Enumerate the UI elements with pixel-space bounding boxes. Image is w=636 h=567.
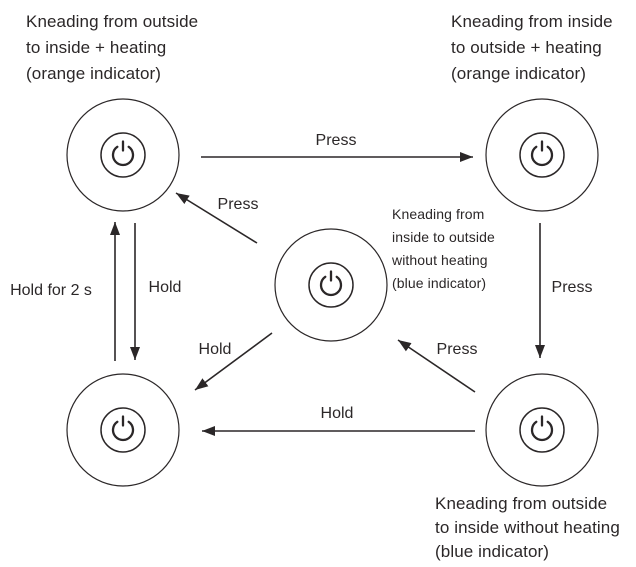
caption-bottom-right-mode: Kneading from outside to inside without …: [435, 494, 620, 561]
power-icon: [530, 140, 554, 167]
inner-circle: [519, 132, 565, 178]
outer-circle: [485, 373, 599, 487]
power-button-node-top-left: [66, 98, 180, 212]
inner-circle: [519, 407, 565, 453]
power-button-node-top-right: [485, 98, 599, 212]
inner-circle: [100, 407, 146, 453]
arrow-bottom-right-to-center: [397, 339, 476, 393]
power-icon: [530, 415, 554, 442]
power-icon: [319, 270, 343, 297]
edge-label-press-right-down: Press: [551, 279, 593, 296]
power-icon: [111, 415, 135, 442]
power-button-node-bottom-left: [66, 373, 180, 487]
power-button-node-center: [274, 228, 388, 342]
caption-center-mode: Kneading from inside to outside without …: [392, 206, 495, 291]
outer-circle: [66, 98, 180, 212]
edge-label-press-bottom-right-to-center: Press: [436, 341, 478, 358]
outer-circle: [485, 98, 599, 212]
inner-circle: [100, 132, 146, 178]
caption-top-left-mode: Kneading from outside to inside + heatin…: [26, 12, 199, 83]
outer-circle: [274, 228, 388, 342]
edge-label-press-top: Press: [315, 132, 357, 149]
outer-circle: [66, 373, 180, 487]
inner-circle: [308, 262, 354, 308]
edge-label-press-center-to-top-left: Press: [217, 196, 259, 213]
power-icon: [111, 140, 135, 167]
edge-label-hold-for-2s: Hold for 2 s: [10, 282, 92, 299]
edge-label-hold-left-down: Hold: [148, 279, 182, 296]
arrow-center-to-bottom-left: [194, 332, 273, 391]
edge-label-hold-bottom: Hold: [320, 405, 354, 422]
edge-label-hold-center-to-bottom-left: Hold: [198, 341, 232, 358]
caption-top-right-mode: Kneading from inside to outside + heatin…: [451, 12, 613, 83]
power-button-node-bottom-right: [485, 373, 599, 487]
arrow-center-to-top-left: [175, 192, 258, 244]
